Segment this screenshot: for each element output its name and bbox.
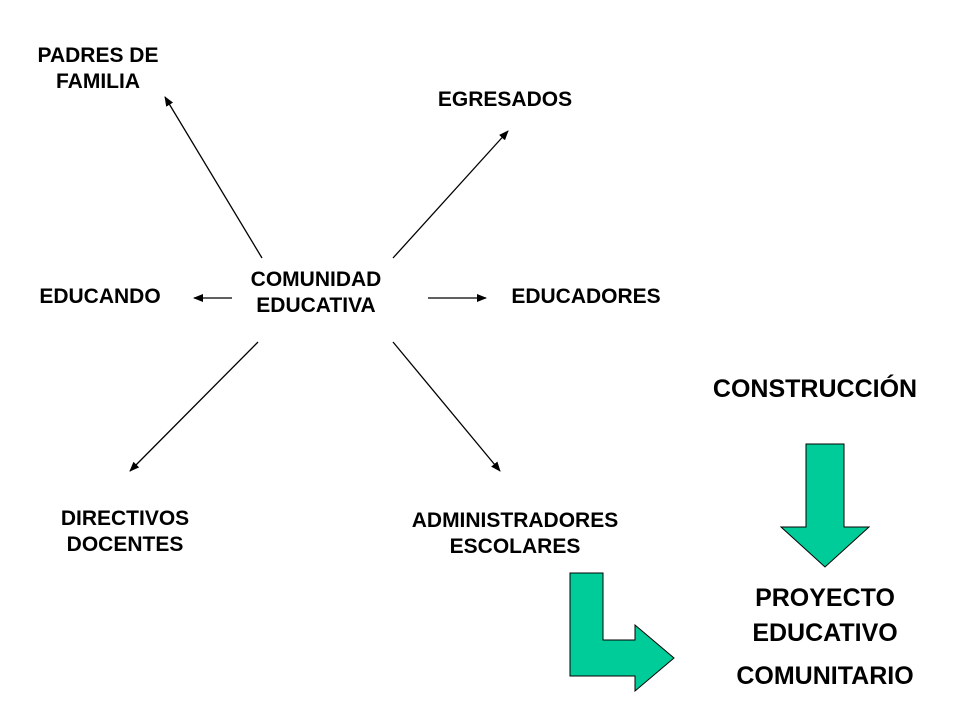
- proyecto-line-3: COMUNITARIO: [736, 662, 914, 690]
- construccion-label: CONSTRUCCIÓN: [680, 374, 950, 405]
- educadores-line-1: EDUCADORES: [511, 285, 661, 308]
- node-padres-label: PADRES DE FAMILIA: [0, 43, 196, 96]
- administradores-line-1: ADMINISTRADORES: [411, 509, 619, 532]
- node-administradores-label: ADMINISTRADORES ESCOLARES: [370, 508, 660, 561]
- arrow-to-padres: [164, 96, 263, 259]
- arrow-to-administradores: [392, 341, 501, 472]
- bent-block-arrow: [569, 572, 675, 693]
- construccion-text: CONSTRUCCIÓN: [712, 375, 918, 403]
- center-line-1: COMUNIDAD: [250, 268, 382, 291]
- node-egresados-label: EGRESADOS: [410, 87, 600, 113]
- arrow-to-egresados: [392, 130, 509, 259]
- node-directivos-label: DIRECTIVOS DOCENTES: [20, 506, 230, 559]
- educando-line-1: EDUCANDO: [39, 285, 161, 308]
- directivos-line-1: DIRECTIVOS: [60, 507, 190, 530]
- center-node-label: COMUNIDAD EDUCATIVA: [226, 267, 406, 320]
- down-block-arrow: [779, 443, 871, 568]
- center-line-2: EDUCATIVA: [256, 294, 376, 318]
- padres-line-2: FAMILIA: [56, 70, 140, 94]
- node-educando-label: EDUCANDO: [10, 284, 190, 310]
- administradores-line-2: ESCOLARES: [449, 535, 581, 559]
- proyecto-label: PROYECTO EDUCATIVO COMUNITARIO: [690, 581, 960, 694]
- proyecto-line-1: PROYECTO: [755, 584, 895, 612]
- egresados-line-1: EGRESADOS: [437, 88, 573, 111]
- directivos-line-2: DOCENTES: [66, 533, 184, 557]
- padres-line-1: PADRES DE: [37, 44, 159, 67]
- node-educadores-label: EDUCADORES: [486, 284, 686, 310]
- proyecto-line-2: EDUCATIVO: [752, 619, 898, 647]
- arrow-to-directivos: [129, 341, 259, 472]
